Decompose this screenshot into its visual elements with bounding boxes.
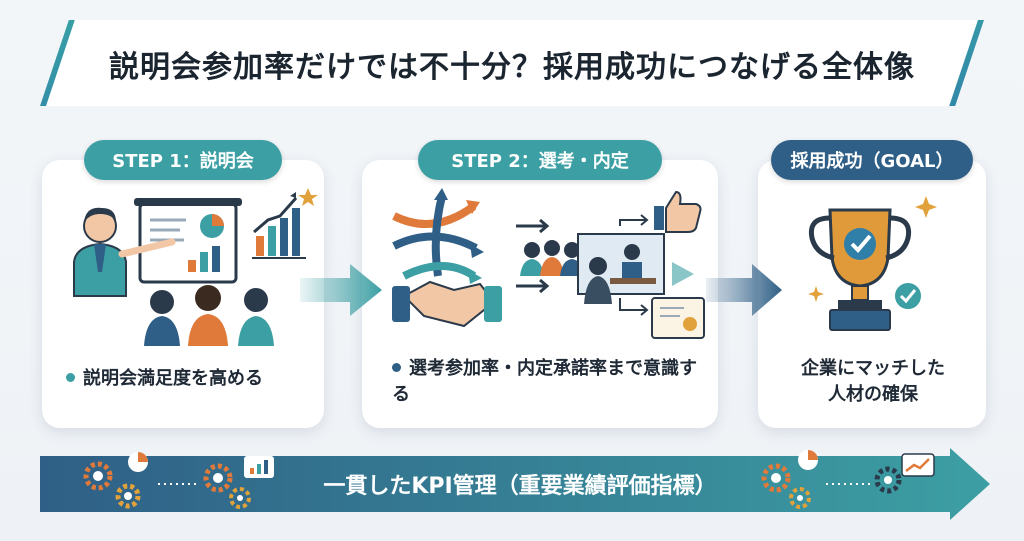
- step2-bullet: 選考参加率・内定承諾率まで意識する: [392, 356, 702, 408]
- connector-arrows-icon: [619, 214, 649, 316]
- step1-bullet-text: 説明会満足度を高める: [83, 368, 263, 389]
- kpi-banner-text: 一貫したKPI管理（重要業績評価指標）: [323, 474, 717, 499]
- goal-bullet-line1: 企業にマッチした: [801, 358, 945, 379]
- gear-icon: [789, 487, 811, 509]
- title-banner: 説明会参加率だけでは不十分？採用成功につなげる全体像: [40, 20, 984, 106]
- goal-label: 採用成功（GOAL）: [771, 140, 973, 180]
- arrow-step1-to-step2-icon: [300, 264, 382, 316]
- gear-icon: [203, 463, 233, 493]
- handshake-icon: [392, 280, 502, 328]
- bullet-dot: [66, 373, 75, 382]
- sparkle-icon: [808, 196, 937, 302]
- step1-label: STEP 1：説明会: [84, 140, 282, 180]
- kpi-banner: [40, 448, 990, 520]
- goal-bullet: 企業にマッチした 人材の確保: [770, 356, 976, 408]
- gear-icon: [115, 483, 141, 509]
- check-badge-icon: [893, 281, 923, 311]
- candidates-icon: [520, 240, 584, 276]
- goal-bullet-line2: 人材の確保: [828, 384, 918, 405]
- selection-illustration: [392, 188, 705, 339]
- step2-bullet-text: 選考参加率・内定承諾率まで意識する: [392, 358, 697, 405]
- pie-chart-icon: [798, 450, 818, 470]
- presenter-icon: [73, 207, 176, 297]
- trophy-icon: [808, 208, 912, 331]
- bullet-dot: [392, 363, 401, 372]
- flow-arrows-icon: [516, 218, 550, 294]
- gear-icon: [761, 463, 791, 493]
- audience-icon: [144, 285, 274, 346]
- pie-chart-icon: [128, 452, 148, 472]
- interview-icon: [577, 233, 665, 304]
- gear-icon: [874, 466, 902, 494]
- gear-icon: [83, 461, 113, 491]
- step2-label: STEP 2：選考・内定: [418, 140, 662, 180]
- growth-chart-icon: [252, 188, 318, 259]
- line-chart-icon: [901, 453, 935, 477]
- thumbs-up-icon: [654, 190, 702, 233]
- whiteboard-icon: [134, 198, 242, 284]
- trophy-illustration: [808, 196, 937, 331]
- bar-chart-icon: [244, 456, 274, 478]
- arrow-step2-to-goal-icon: [706, 264, 782, 316]
- presentation-illustration: [73, 188, 318, 346]
- certificate-icon: [651, 297, 705, 339]
- step1-bullet: 説明会満足度を高める: [66, 366, 263, 392]
- gear-icon: [229, 487, 251, 509]
- title-background: [40, 20, 984, 106]
- crossing-arrows-icon: [392, 188, 484, 284]
- page-title: 説明会参加率だけでは不十分？採用成功につなげる全体像: [109, 50, 915, 85]
- goal-card: [758, 160, 986, 428]
- to-goal-arrow-icon: [672, 262, 694, 286]
